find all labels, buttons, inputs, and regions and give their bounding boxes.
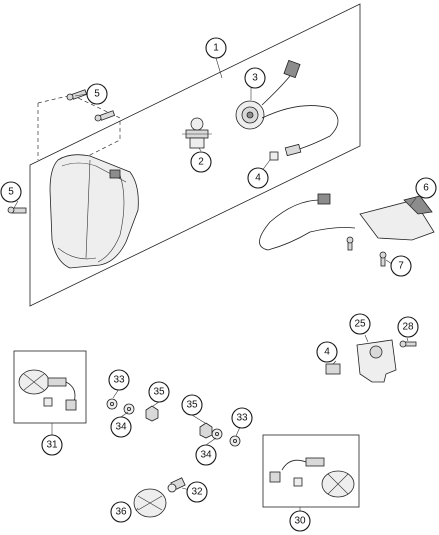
small-bulb bbox=[269, 151, 279, 161]
svg-text:33: 33 bbox=[236, 413, 248, 424]
callout-33: 33 bbox=[108, 369, 130, 391]
indicator-right bbox=[269, 457, 355, 498]
mounting-guide-line bbox=[37, 94, 121, 157]
callout-35: 35 bbox=[181, 394, 203, 416]
callout-31: 31 bbox=[41, 434, 63, 456]
washer-part bbox=[106, 398, 118, 410]
svg-text:3: 3 bbox=[252, 73, 258, 84]
nut-part bbox=[145, 405, 159, 422]
screw-part bbox=[346, 236, 354, 251]
callout-25: 25 bbox=[349, 313, 371, 335]
headlight-assembly-frame bbox=[29, 3, 361, 307]
screw-part bbox=[7, 206, 27, 214]
svg-text:33: 33 bbox=[113, 375, 125, 386]
callout-4: 4 bbox=[316, 341, 338, 363]
svg-text:34: 34 bbox=[115, 422, 127, 433]
indicator-left bbox=[18, 369, 77, 411]
svg-text:1: 1 bbox=[213, 43, 219, 54]
svg-text:28: 28 bbox=[402, 322, 414, 333]
headlight-housing bbox=[49, 154, 139, 269]
svg-text:6: 6 bbox=[423, 183, 429, 194]
callout-7: 7 bbox=[390, 255, 412, 277]
callout-1: 1 bbox=[205, 37, 227, 59]
leader-lines bbox=[13, 57, 417, 512]
callout-32: 32 bbox=[186, 481, 208, 503]
washer-part bbox=[123, 403, 135, 415]
socket-wire bbox=[261, 75, 291, 106]
indicator-bulb bbox=[167, 477, 186, 493]
license-plate-lamp bbox=[359, 195, 435, 241]
svg-text:30: 30 bbox=[294, 516, 306, 527]
svg-text:35: 35 bbox=[186, 400, 198, 411]
indicator-left-frame bbox=[13, 350, 87, 424]
svg-text:5: 5 bbox=[94, 89, 100, 100]
callout-6: 6 bbox=[415, 177, 437, 199]
screw-part bbox=[66, 89, 88, 101]
svg-text:5: 5 bbox=[8, 187, 14, 198]
parking-bulb bbox=[284, 143, 302, 157]
screw-part bbox=[94, 110, 116, 122]
callout-33: 33 bbox=[231, 407, 253, 429]
svg-text:25: 25 bbox=[354, 319, 366, 330]
headlight-bulb bbox=[182, 117, 212, 149]
callout-34: 34 bbox=[195, 444, 217, 466]
svg-text:34: 34 bbox=[200, 450, 212, 461]
svg-text:7: 7 bbox=[398, 261, 404, 272]
nut-part bbox=[199, 422, 213, 439]
callout-3: 3 bbox=[244, 67, 266, 89]
callout-2: 2 bbox=[190, 151, 212, 173]
callout-36: 36 bbox=[110, 501, 132, 523]
callout-30: 30 bbox=[289, 510, 311, 532]
callout-5: 5 bbox=[0, 181, 22, 203]
svg-text:4: 4 bbox=[255, 173, 261, 184]
indicator-lens bbox=[133, 488, 167, 518]
svg-text:31: 31 bbox=[46, 440, 58, 451]
washer-part bbox=[229, 435, 241, 447]
svg-text:35: 35 bbox=[153, 387, 165, 398]
screw-part bbox=[379, 251, 387, 267]
callout-5: 5 bbox=[86, 83, 108, 105]
small-bulb bbox=[325, 363, 341, 375]
callout-35: 35 bbox=[148, 381, 170, 403]
screw-part bbox=[399, 340, 417, 348]
mounting-bracket bbox=[356, 339, 397, 383]
svg-text:2: 2 bbox=[198, 157, 204, 168]
callout-28: 28 bbox=[397, 316, 419, 338]
callout-4: 4 bbox=[247, 167, 269, 189]
indicator-right-frame bbox=[262, 434, 360, 508]
wire-connector bbox=[283, 59, 301, 79]
lamp-connector bbox=[317, 193, 331, 205]
bulb-socket bbox=[235, 100, 265, 130]
svg-text:4: 4 bbox=[324, 347, 330, 358]
callout-34: 34 bbox=[110, 416, 132, 438]
lamp-wire bbox=[259, 199, 356, 251]
svg-text:36: 36 bbox=[115, 507, 127, 518]
socket-wire bbox=[261, 105, 339, 151]
svg-text:32: 32 bbox=[191, 487, 203, 498]
washer-part bbox=[211, 428, 223, 440]
